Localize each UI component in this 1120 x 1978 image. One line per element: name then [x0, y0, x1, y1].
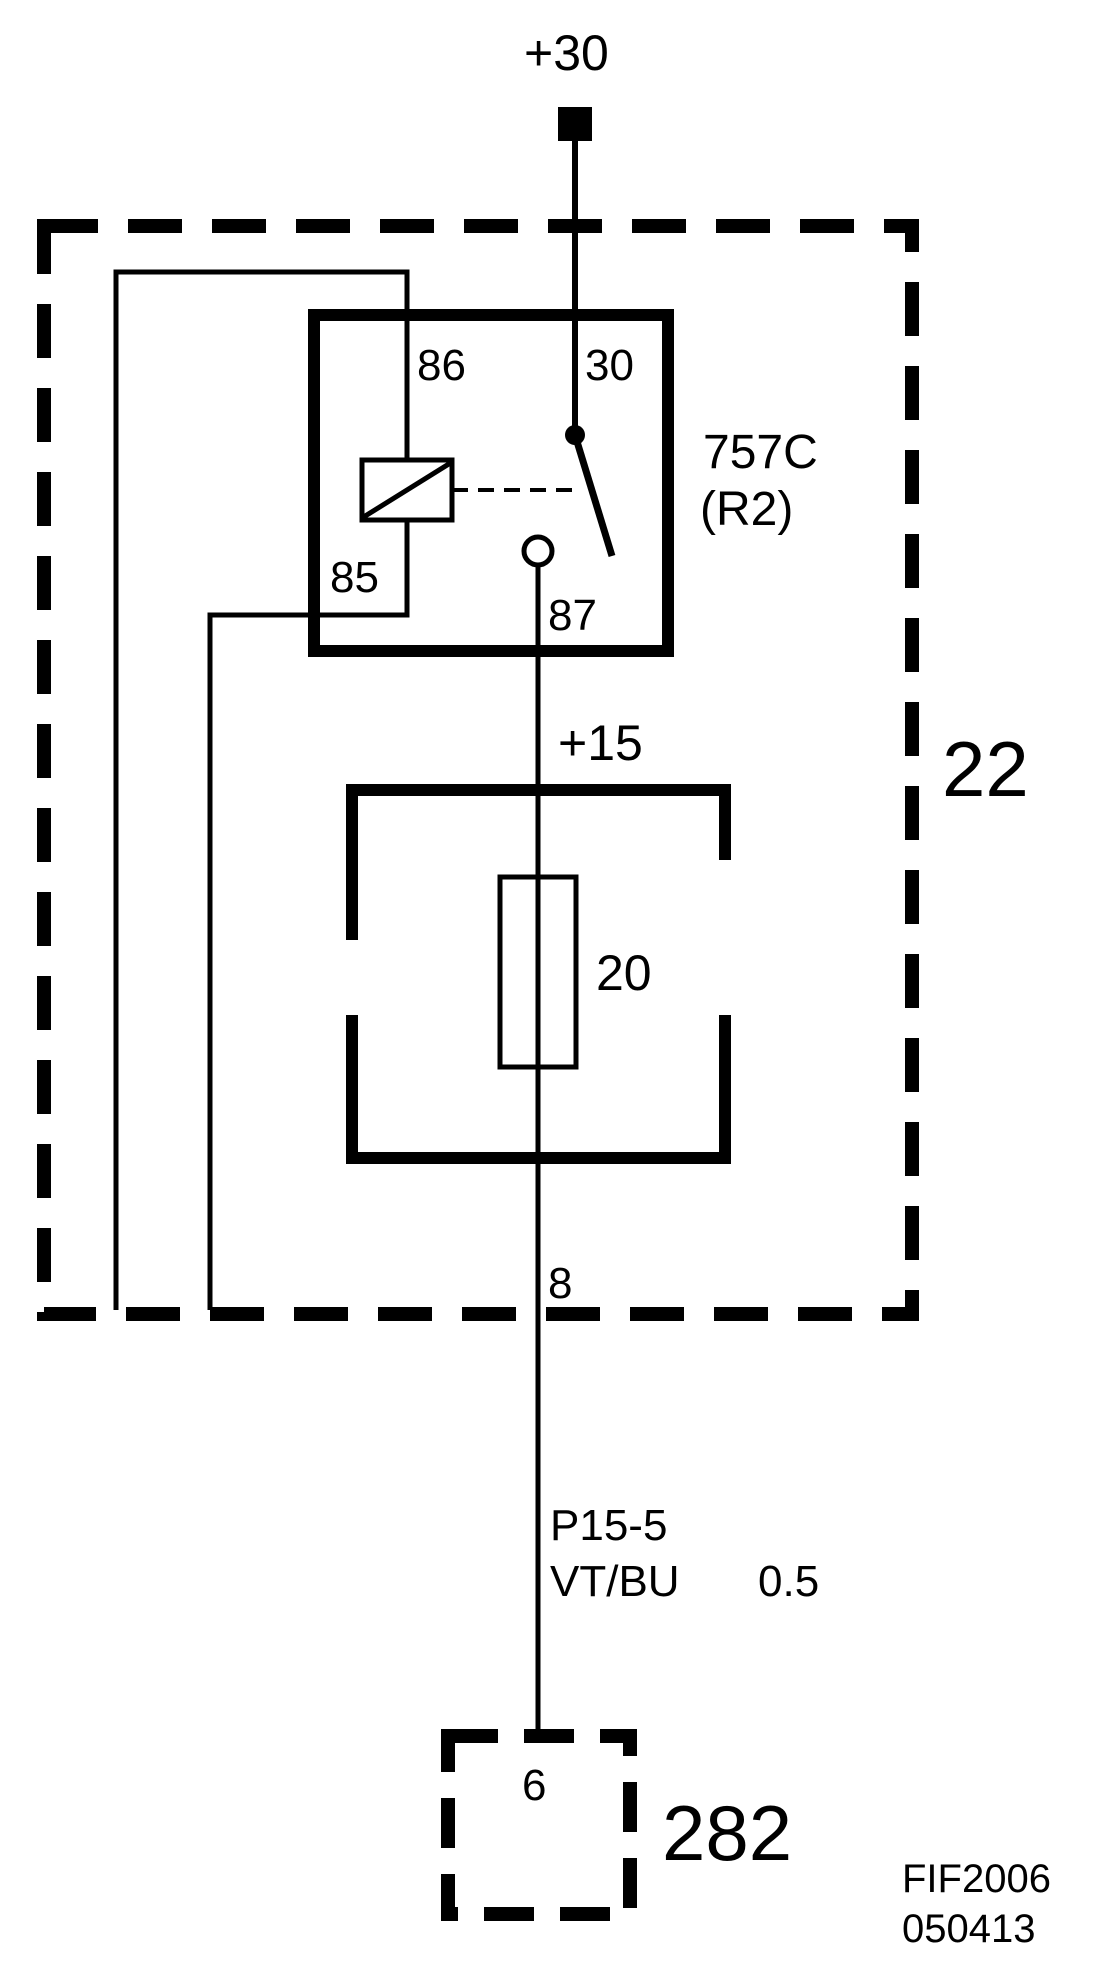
switch-arm — [571, 433, 616, 558]
pin87-label: 87 — [548, 591, 597, 640]
wire-circuit-label: P15-5 — [550, 1501, 667, 1550]
pin86-label: 86 — [417, 341, 466, 390]
module-22-label: 22 — [942, 725, 1029, 813]
pin86-wire — [113, 269, 410, 1310]
footer-line2: 050413 — [902, 1907, 1035, 1951]
plus15-label: +15 — [558, 715, 643, 771]
pin30-label: 30 — [585, 341, 634, 390]
footer-line1: FIF2006 — [902, 1857, 1051, 1901]
module-282-box — [441, 1729, 637, 1921]
relay-id-label: 757C — [703, 426, 818, 479]
relay-coil-diagonal — [360, 459, 454, 521]
wire-color-label: VT/BU — [550, 1557, 680, 1606]
module-22-box — [37, 219, 919, 1321]
pin85-wire — [207, 520, 410, 1310]
supply-label: +30 — [524, 25, 609, 81]
wire-size-label: 0.5 — [758, 1557, 819, 1606]
supply-terminal — [558, 107, 592, 141]
pin6-label: 6 — [522, 1761, 546, 1810]
contact-87 — [521, 534, 555, 568]
module-282-label: 282 — [662, 1789, 792, 1877]
pin85-label: 85 — [330, 553, 379, 602]
fuse-rating-label: 20 — [596, 945, 652, 1001]
relay-alt-label: (R2) — [700, 483, 793, 536]
pin8-label: 8 — [548, 1259, 572, 1308]
relay-box — [308, 309, 674, 657]
